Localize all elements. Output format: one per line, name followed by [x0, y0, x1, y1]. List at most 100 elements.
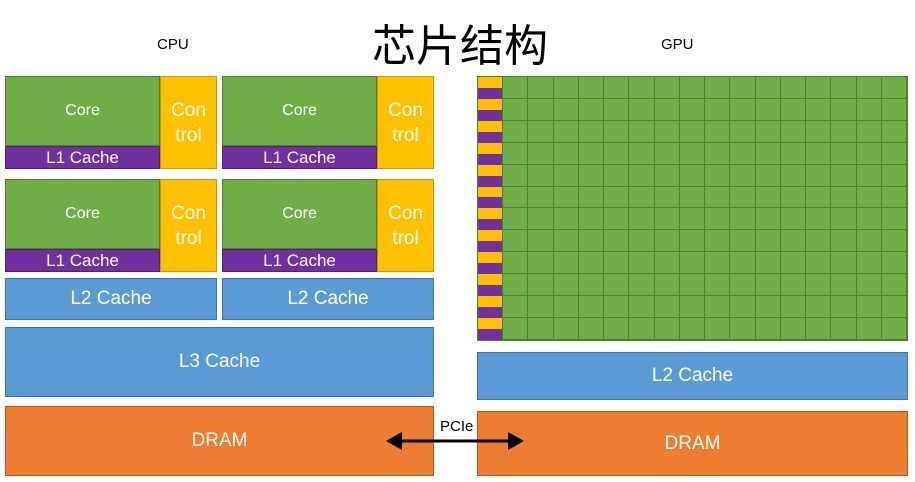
gpu-core-cell: [730, 252, 756, 275]
gpu-cache-stripe: [478, 241, 502, 253]
gpu-core-cell: [604, 318, 630, 340]
gpu-cache-stripe: [478, 153, 502, 165]
gpu-core-cell: [806, 142, 832, 165]
gpu-cache-stripe: [478, 219, 502, 231]
gpu-core-cell: [730, 296, 756, 319]
gpu-core-cell: [831, 296, 857, 319]
gpu-core-cell: [705, 318, 731, 340]
gpu-core-cell: [553, 318, 579, 340]
gpu-core-cell: [831, 142, 857, 165]
gpu-control-stripe: [478, 120, 502, 132]
gpu-core-cell: [553, 186, 579, 209]
control-label-bottom: trol: [175, 124, 202, 146]
control-label-bottom: trol: [392, 227, 419, 249]
gpu-core-cell: [503, 296, 529, 319]
cpu-core-block-4: Core L1 Cache Con trol: [222, 179, 434, 272]
gpu-core-cell: [730, 120, 756, 143]
gpu-control-stripe: [478, 142, 502, 154]
gpu-core-cell: [528, 77, 554, 99]
gpu-core-cell: [755, 230, 781, 253]
gpu-cache-stripe: [478, 131, 502, 143]
gpu-core-cell: [705, 98, 731, 121]
l1-cache-box: L1 Cache: [5, 146, 160, 169]
gpu-core-cell: [654, 252, 680, 275]
gpu-core-cell: [881, 186, 907, 209]
gpu-core-cell: [654, 120, 680, 143]
gpu-core-cell: [553, 120, 579, 143]
cpu-l2-cache-right: L2 Cache: [222, 278, 434, 320]
gpu-core-cell: [528, 98, 554, 121]
gpu-core-cell: [578, 208, 604, 231]
gpu-core-cell: [730, 274, 756, 297]
control-label-top: Con: [171, 99, 206, 121]
gpu-control-stripe: [478, 252, 502, 264]
gpu-core-cell: [856, 230, 882, 253]
gpu-core-cell: [578, 274, 604, 297]
gpu-core-cell: [881, 208, 907, 231]
gpu-core-cell: [730, 98, 756, 121]
gpu-core-cell: [629, 230, 655, 253]
gpu-core-cell: [831, 208, 857, 231]
gpu-core-cell: [806, 296, 832, 319]
l1-cache-box: L1 Cache: [222, 146, 377, 169]
gpu-core-cell: [578, 318, 604, 340]
gpu-core-cell: [780, 98, 806, 121]
gpu-core-cell: [730, 230, 756, 253]
gpu-core-cell: [780, 296, 806, 319]
gpu-core-cell: [503, 318, 529, 340]
gpu-core-cell: [604, 252, 630, 275]
gpu-core-cell: [780, 208, 806, 231]
gpu-core-cell: [755, 120, 781, 143]
gpu-core-cell: [806, 252, 832, 275]
gpu-core-cell: [503, 252, 529, 275]
core-box: Core: [222, 76, 377, 146]
gpu-core-cell: [679, 208, 705, 231]
gpu-core-cell: [755, 296, 781, 319]
gpu-core-cell: [629, 164, 655, 187]
gpu-core-cell: [755, 77, 781, 99]
gpu-core-cell: [604, 98, 630, 121]
gpu-core-cell: [604, 120, 630, 143]
gpu-cache-stripe: [478, 197, 502, 209]
gpu-core-cell: [831, 230, 857, 253]
pcie-double-arrow-icon: [386, 432, 524, 450]
gpu-control-stripe: [478, 230, 502, 242]
gpu-core-cell: [553, 274, 579, 297]
gpu-core-cell: [679, 142, 705, 165]
gpu-core-cell: [553, 230, 579, 253]
gpu-core-cell: [578, 142, 604, 165]
gpu-core-cell: [831, 274, 857, 297]
gpu-core-cell: [654, 318, 680, 340]
core-box: Core: [5, 179, 160, 249]
gpu-l2-cache: L2 Cache: [477, 352, 908, 400]
gpu-core-cell: [806, 77, 832, 99]
cpu-core-block-3: Core L1 Cache Con trol: [5, 179, 217, 272]
gpu-core-cell: [629, 208, 655, 231]
gpu-core-cell: [503, 77, 529, 99]
gpu-core-cell: [755, 98, 781, 121]
gpu-core-cell: [806, 208, 832, 231]
control-label-bottom: trol: [175, 227, 202, 249]
gpu-core-cell: [705, 274, 731, 297]
gpu-core-cell: [679, 318, 705, 340]
cpu-l2-cache-left: L2 Cache: [5, 278, 217, 320]
gpu-core-cell: [654, 230, 680, 253]
gpu-core-cell: [679, 274, 705, 297]
gpu-core-cell: [881, 98, 907, 121]
gpu-core-cell: [553, 164, 579, 187]
gpu-core-cell: [881, 142, 907, 165]
gpu-core-cell: [604, 77, 630, 99]
gpu-core-cell: [503, 274, 529, 297]
core-box: Core: [5, 76, 160, 146]
gpu-core-cell: [881, 164, 907, 187]
gpu-core-cell: [806, 318, 832, 340]
gpu-core-cell: [705, 230, 731, 253]
gpu-core-cell: [856, 208, 882, 231]
gpu-core-cell: [679, 164, 705, 187]
gpu-label: GPU: [661, 36, 694, 53]
gpu-core-cell: [503, 142, 529, 165]
pcie-label: PCIe: [440, 418, 474, 435]
control-box: Con trol: [377, 76, 434, 169]
cpu-core-block-2: Core L1 Cache Con trol: [222, 76, 434, 169]
gpu-core-cell: [654, 208, 680, 231]
